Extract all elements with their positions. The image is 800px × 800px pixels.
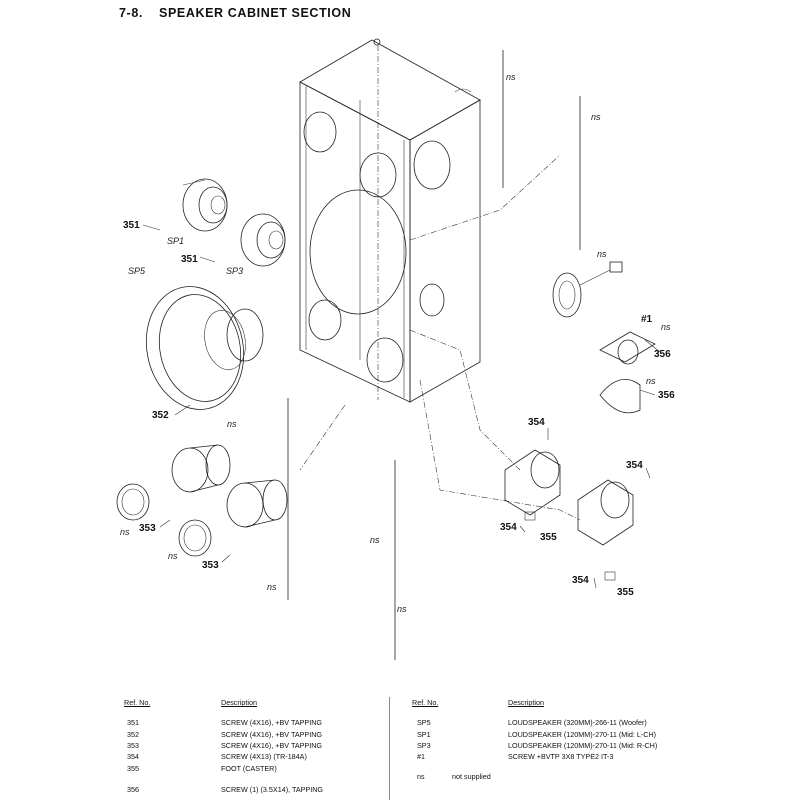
callout-354c: 354 (500, 522, 517, 533)
callout-sp5: SP5 (128, 266, 146, 276)
callout-356a: 356 (654, 349, 671, 360)
bracket-356-lower (599, 378, 641, 414)
section-number: 7-8. (119, 6, 143, 20)
callout-ns-1: ns (506, 72, 516, 82)
right-desc: LOUDSPEAKER (120MM)-270-11 (Mid: R-CH) (508, 741, 658, 750)
page-title: 7-8. SPEAKER CABINET SECTION (119, 6, 351, 20)
right-ref: ns (417, 772, 425, 781)
callout-ns-2: ns (591, 112, 601, 122)
callout-354d: 354 (572, 575, 589, 586)
section-title: SPEAKER CABINET SECTION (159, 6, 352, 20)
left-ref: 354 (127, 752, 139, 761)
left-ref: 351 (127, 718, 139, 727)
callout-hash1: #1 (641, 314, 653, 325)
left-desc: SCREW (4X13) (TR-184A) (221, 752, 307, 761)
right-desc: SCREW +BVTP 3X8 TYPE2 IT-3 (508, 752, 614, 761)
table-divider (389, 697, 390, 800)
callout-ns-6: ns (227, 419, 237, 429)
callout-354a: 354 (528, 417, 545, 428)
left-ref: 356 (127, 785, 139, 794)
speaker-cabinet (299, 38, 481, 403)
callout-sp3: SP3 (226, 266, 243, 276)
right-ref: SP1 (417, 730, 431, 739)
speaker-sp1 (182, 178, 228, 232)
callout-356b: 356 (658, 390, 675, 401)
right-ref: #1 (417, 752, 425, 761)
left-desc: SCREW (4X16), +BV TAPPING (221, 741, 322, 750)
caster-assembly-2 (577, 479, 634, 581)
bracket-356-upper (599, 331, 656, 365)
right-ref: SP5 (417, 718, 431, 727)
speaker-sp3 (240, 213, 286, 267)
header-ref-right: Ref. No. (412, 698, 439, 707)
callout-ns-3: ns (597, 249, 607, 259)
callout-355a: 355 (540, 532, 557, 543)
right-desc: not supplied (452, 772, 491, 781)
right-desc: LOUDSPEAKER (320MM)-266-11 (Woofer) (508, 718, 647, 727)
port-tube-lower (178, 479, 288, 557)
left-desc: SCREW (4X16), +BV TAPPING (221, 730, 322, 739)
left-desc: SCREW (4X16), +BV TAPPING (221, 718, 322, 727)
port-tube-upper (116, 444, 231, 521)
left-ref: 355 (127, 764, 139, 773)
header-ref: Ref. No. (124, 698, 151, 707)
callout-353a: 353 (139, 523, 156, 534)
left-ref: 353 (127, 741, 139, 750)
callout-ns-7: ns (120, 527, 130, 537)
callout-355b: 355 (617, 587, 634, 598)
leader-lines (142, 154, 661, 589)
callout-351a: 351 (123, 220, 140, 231)
callout-352: 352 (152, 410, 169, 421)
callout-353b: 353 (202, 560, 219, 571)
right-desc: LOUDSPEAKER (120MM)-270-11 (Mid: L-CH) (508, 730, 657, 739)
right-ref: SP3 (417, 741, 431, 750)
callout-351b: 351 (181, 254, 198, 265)
callout-ns-5: ns (646, 376, 656, 386)
callout-ns-9: ns (370, 535, 380, 545)
speaker-sp5-woofer (145, 286, 264, 410)
left-ref: 352 (127, 730, 139, 739)
left-desc: SCREW (1) (3.5X14), TAPPING (221, 785, 323, 794)
terminal-plate (552, 261, 623, 318)
callout-ns-11: ns (397, 604, 407, 614)
callout-354b: 354 (626, 460, 643, 471)
callout-ns-4: ns (661, 322, 671, 332)
header-description: Description (221, 698, 257, 707)
callout-ns-8: ns (168, 551, 178, 561)
caster-assembly-1 (504, 449, 561, 521)
left-desc: FOOT (CASTER) (221, 764, 277, 773)
callout-sp1: SP1 (167, 236, 184, 246)
header-description-right: Description (508, 698, 544, 707)
callout-ns-10: ns (267, 582, 277, 592)
